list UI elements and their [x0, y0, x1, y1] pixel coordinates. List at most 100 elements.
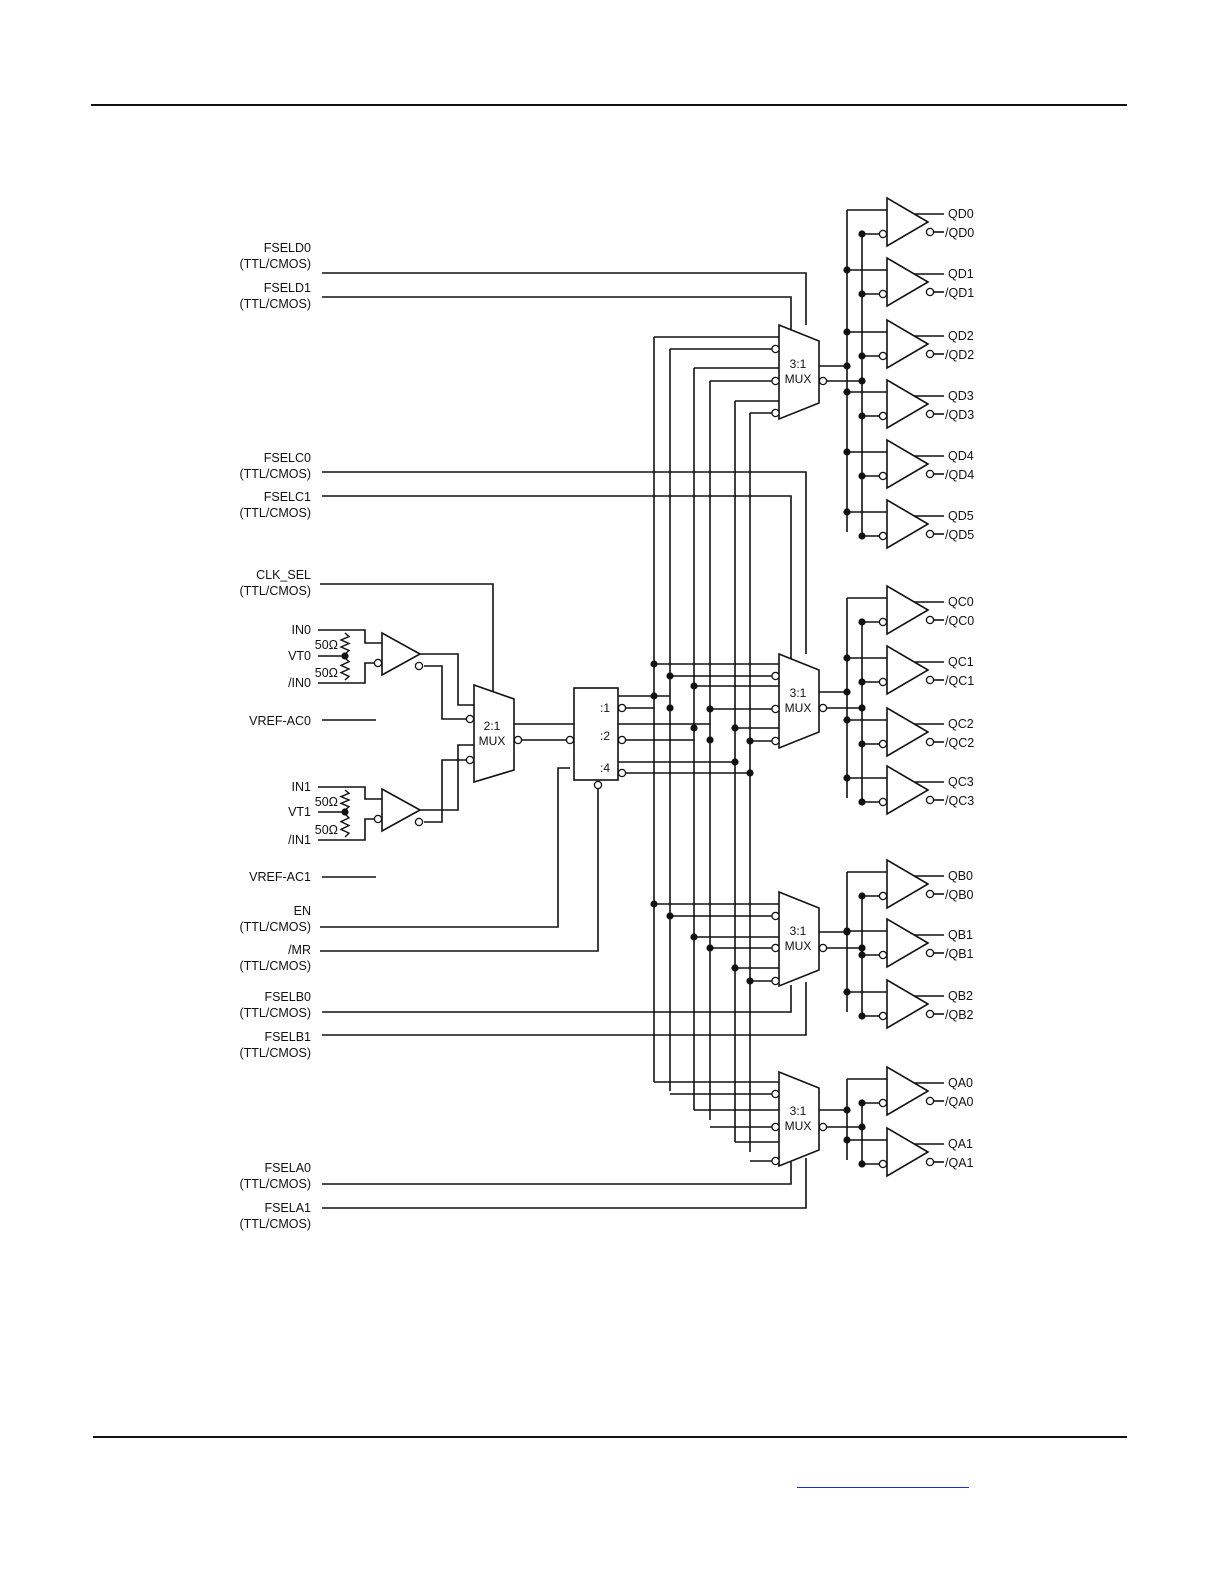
fselb1-type-label: (TTL/CMOS): [239, 1046, 311, 1060]
fselb0-type-label: (TTL/CMOS): [239, 1006, 311, 1020]
output-buffer-out-bubble: [925, 615, 935, 625]
fseld0-label: FSELD0: [264, 241, 311, 255]
junction-dot: [858, 352, 866, 360]
divider-port-label: :4: [600, 761, 610, 775]
output-buffer: [886, 318, 930, 370]
input-buffer: [381, 631, 422, 677]
mux-input-bubble: [771, 671, 780, 681]
in0-label: IN0: [292, 623, 312, 637]
output-buffer-in-bubble: [878, 1159, 888, 1169]
in1-label: IN1: [292, 780, 312, 794]
qb1-label: QB1: [948, 928, 973, 942]
output-buffer-in-bubble: [878, 351, 888, 361]
output-buffer: [886, 1065, 930, 1117]
junction-dots: [341, 230, 866, 1168]
mux-input-bubble: [771, 344, 780, 354]
input-buffer-bubble: [373, 814, 383, 824]
qd3-label: QD3: [948, 389, 974, 403]
junction-dot: [843, 774, 851, 782]
output-buffer-in-bubble: [878, 950, 888, 960]
output-buffer-in-bubble: [878, 739, 888, 749]
qb2n-label: /QB2: [945, 1008, 974, 1022]
fsela0-label: FSELA0: [264, 1161, 311, 1175]
mux-3to1: [778, 1070, 820, 1168]
qd0-label: QD0: [948, 207, 974, 221]
resistor-label: 50Ω: [315, 638, 338, 652]
output-buffer-out-bubble: [925, 227, 935, 237]
in0-buffer-out: [420, 653, 475, 706]
fseld1-type-label: (TTL/CMOS): [239, 297, 311, 311]
qb1n-label: /QB1: [945, 947, 974, 961]
output-buffer: [886, 858, 930, 910]
fselc1-wire: [322, 495, 792, 660]
mux-3to1: [778, 890, 820, 988]
qd2n-label: /QD2: [945, 348, 974, 362]
output-buffer-out-bubble: [925, 1096, 935, 1106]
in0n-buffer-out: [424, 665, 466, 720]
fselc0-label: FSELC0: [264, 451, 311, 465]
output-buffer-in-bubble: [878, 1011, 888, 1021]
qd4n-label: /QD4: [945, 468, 974, 482]
buffer-out-bubble: [414, 661, 424, 671]
junction-dot: [843, 654, 851, 662]
mux-out-bubble: [818, 376, 828, 386]
junction-dot: [843, 927, 851, 935]
mux-3to1-label: MUX: [785, 372, 812, 386]
qc2-label: QC2: [948, 717, 974, 731]
output-buffer-out-bubble: [925, 948, 935, 958]
in1n-label: /IN1: [288, 833, 311, 847]
mux-input-bubble: [465, 714, 475, 724]
output-buffer-in-bubble: [878, 531, 888, 541]
qd5-label: QD5: [948, 509, 974, 523]
mux-input-bubble: [771, 704, 780, 714]
output-buffer-in-bubble: [878, 797, 888, 807]
junction-dot: [666, 672, 674, 680]
output-buffer-out-bubble: [925, 1157, 935, 1167]
output-buffer-out-bubble: [925, 287, 935, 297]
qd1n-label: /QD1: [945, 286, 974, 300]
mux-3to1-label: MUX: [785, 1119, 812, 1133]
output-buffer-out-bubble: [925, 675, 935, 685]
junction-dot: [843, 362, 851, 370]
junction-dot: [706, 705, 714, 713]
en-wire: [320, 767, 570, 928]
mux-input-bubble: [771, 911, 780, 921]
mux-3to1: [778, 323, 820, 421]
junction-dot: [666, 912, 674, 920]
qd4-label: QD4: [948, 449, 974, 463]
qa0n-label: /QA0: [945, 1095, 974, 1109]
fselc1-type-label: (TTL/CMOS): [239, 506, 311, 520]
input-buffer-bubble: [373, 658, 383, 668]
fselc1-label: FSELC1: [264, 490, 311, 504]
output-buffer: [886, 196, 930, 248]
junction-dot: [843, 1106, 851, 1114]
mux-input-bubble: [771, 376, 780, 386]
mux-input-bubble: [771, 736, 780, 746]
fseld0-type-label: (TTL/CMOS): [239, 257, 311, 271]
junction-dot: [843, 988, 851, 996]
mux-3to1-ratio: 3:1: [790, 357, 807, 371]
clk-sel-wire: [320, 583, 494, 695]
qc0n-label: /QC0: [945, 614, 974, 628]
wires: [318, 209, 944, 1209]
mr-type-label: (TTL/CMOS): [239, 959, 311, 973]
junction-dot: [858, 740, 866, 748]
junction-dot: [858, 798, 866, 806]
junction-dot: [858, 892, 866, 900]
divider-port-label: :1: [600, 701, 610, 715]
output-buffer-out-bubble: [925, 529, 935, 539]
mux-input-bubble: [771, 1089, 780, 1099]
junction-dot: [666, 704, 674, 712]
junction-dot: [690, 724, 698, 732]
mux-input-bubble: [771, 1156, 780, 1166]
qc3-label: QC3: [948, 775, 974, 789]
fsela1-label: FSELA1: [264, 1201, 311, 1215]
vt0-label: VT0: [288, 649, 311, 663]
output-buffer-in-bubble: [878, 411, 888, 421]
output-buffer-in-bubble: [878, 1098, 888, 1108]
junction-dot: [858, 944, 866, 952]
mux-3to1-ratio: 3:1: [790, 686, 807, 700]
resistor-50-ohm: [339, 657, 351, 681]
footer-link[interactable]: [797, 1475, 969, 1488]
